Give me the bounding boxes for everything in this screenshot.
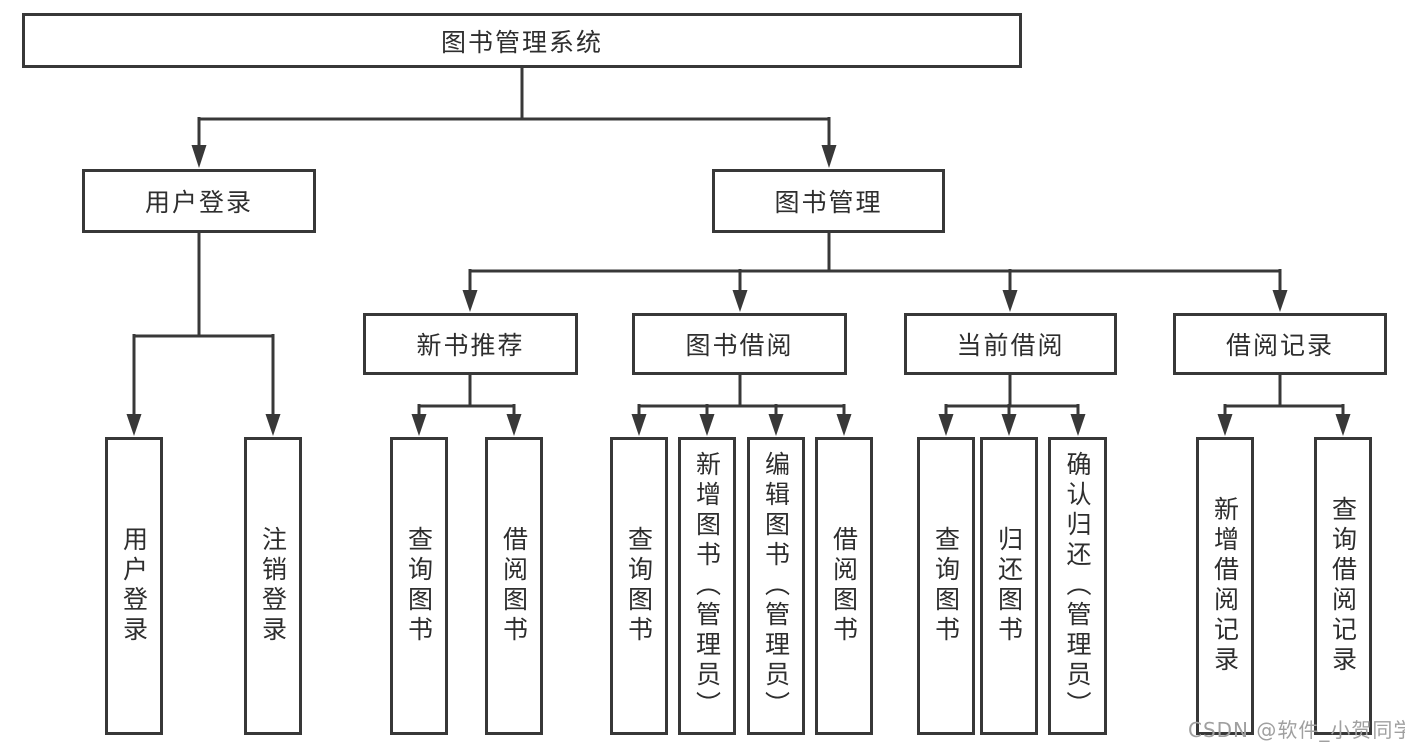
connector-book-borrow xyxy=(637,375,846,418)
leaf-label: 注销登录 xyxy=(258,526,288,646)
arrow-icon xyxy=(836,414,852,436)
leaf-label: 借阅图书 xyxy=(829,526,859,646)
arrow-icon xyxy=(1001,414,1017,436)
node-book-management: 图书管理 xyxy=(712,169,945,233)
node-user-login: 用户登录 xyxy=(82,169,316,233)
arrow-icon xyxy=(821,145,837,168)
leaf-label: 借阅图书 xyxy=(499,526,529,646)
arrow-icon xyxy=(265,414,281,436)
arrow-icon xyxy=(1335,414,1351,436)
leaf-label: 查询图书 xyxy=(931,526,961,646)
node-leaf-edit-books-admin: 编辑图书（管理员） xyxy=(747,437,805,735)
csdn-watermark: CSDN @软件_小贺同学 xyxy=(1188,718,1405,742)
connector-current-borrow xyxy=(944,375,1080,418)
node-current-borrow: 当前借阅 xyxy=(904,313,1117,375)
leaf-label: 归还图书 xyxy=(994,526,1024,646)
arrow-icon xyxy=(1070,414,1086,436)
node-borrow-record-label: 借阅记录 xyxy=(1225,331,1334,360)
node-leaf-query-books-recommend: 查询图书 xyxy=(390,437,448,735)
arrow-icon xyxy=(191,145,207,168)
arrow-icon xyxy=(1217,414,1233,436)
node-root: 图书管理系统 xyxy=(22,13,1022,68)
arrow-icon xyxy=(126,414,142,436)
node-book-borrow: 图书借阅 xyxy=(632,313,847,375)
arrow-icon xyxy=(1272,290,1288,312)
leaf-label: 查询借阅记录 xyxy=(1328,496,1358,676)
node-leaf-user-login: 用户登录 xyxy=(105,437,163,735)
node-leaf-query-borrow-record: 查询借阅记录 xyxy=(1314,437,1372,735)
arrow-icon xyxy=(699,414,715,436)
leaf-label: 编辑图书（管理员） xyxy=(761,451,791,721)
arrow-icon xyxy=(938,414,954,436)
connector-book-management xyxy=(468,233,1282,295)
node-leaf-add-books-admin: 新增图书（管理员） xyxy=(678,437,736,735)
node-leaf-add-borrow-record: 新增借阅记录 xyxy=(1196,437,1254,735)
leaf-label: 查询图书 xyxy=(404,526,434,646)
node-user-login-label: 用户登录 xyxy=(144,188,253,217)
node-leaf-logout: 注销登录 xyxy=(244,437,302,735)
leaf-label: 确认归还（管理员） xyxy=(1063,451,1092,721)
node-borrow-record: 借阅记录 xyxy=(1173,313,1387,375)
node-leaf-borrow-books-recommend: 借阅图书 xyxy=(485,437,543,735)
arrow-icon xyxy=(1002,290,1018,312)
leaf-label: 查询图书 xyxy=(624,526,654,646)
node-leaf-query-books-borrow: 查询图书 xyxy=(610,437,668,735)
node-leaf-return-books: 归还图书 xyxy=(980,437,1038,735)
node-leaf-confirm-return-admin: 确认归还（管理员） xyxy=(1048,437,1107,735)
node-leaf-borrow-books: 借阅图书 xyxy=(815,437,873,735)
node-current-borrow-label: 当前借阅 xyxy=(956,331,1065,360)
node-new-book-recommend: 新书推荐 xyxy=(363,313,578,375)
node-book-management-label: 图书管理 xyxy=(774,188,883,217)
arrow-icon xyxy=(506,414,522,436)
arrow-icon xyxy=(462,290,478,312)
node-leaf-query-books-current: 查询图书 xyxy=(917,437,975,735)
connector-user-login xyxy=(132,233,275,418)
leaf-label: 新增图书（管理员） xyxy=(692,451,722,721)
arrow-icon xyxy=(411,414,427,436)
arrow-icon xyxy=(631,414,647,436)
leaf-label: 用户登录 xyxy=(119,526,149,646)
connector-root xyxy=(197,68,831,150)
connector-borrow-record xyxy=(1223,375,1345,418)
arrow-icon xyxy=(732,290,748,312)
node-book-borrow-label: 图书借阅 xyxy=(685,331,794,360)
node-new-book-recommend-label: 新书推荐 xyxy=(416,331,525,360)
arrowheads xyxy=(126,145,1351,436)
arrow-icon xyxy=(768,414,784,436)
connector-new-book-recommend xyxy=(417,375,516,418)
leaf-label: 新增借阅记录 xyxy=(1210,496,1240,676)
node-root-label: 图书管理系统 xyxy=(440,27,603,57)
